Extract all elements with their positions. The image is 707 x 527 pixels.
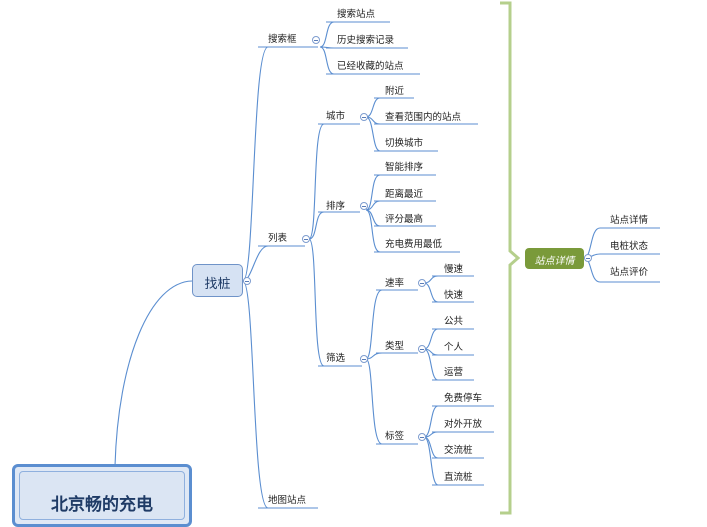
- root-node-label: 北京畅的充电: [51, 495, 153, 515]
- topic-map-stations[interactable]: 地图站点: [268, 495, 307, 506]
- topic-sort[interactable]: 排序: [326, 201, 346, 212]
- topic-ac-charger[interactable]: 交流桩: [444, 445, 473, 456]
- summary-station-detail-label: 站点详情: [534, 256, 575, 267]
- topic-tags[interactable]: 标签: [385, 431, 405, 442]
- root-node[interactable]: 北京畅的充电: [12, 464, 192, 527]
- topic-dc-charger[interactable]: 直流桩: [444, 472, 473, 483]
- topic-smart-sort[interactable]: 智能排序: [385, 162, 424, 173]
- topic-free-parking[interactable]: 免费停车: [444, 393, 483, 404]
- topic-filter[interactable]: 筛选: [326, 353, 346, 364]
- topic-personal[interactable]: 个人: [444, 342, 464, 353]
- topic-highest-rating[interactable]: 评分最高: [385, 214, 424, 225]
- collapse-toggle-sort[interactable]: [360, 202, 368, 210]
- topic-open-to-public[interactable]: 对外开放: [444, 419, 483, 430]
- main-topic-node[interactable]: 找桩: [192, 264, 243, 297]
- main-topic-label: 找桩: [204, 277, 231, 292]
- collapse-toggle-search[interactable]: [312, 36, 320, 44]
- topic-nearby[interactable]: 附近: [385, 86, 405, 97]
- topic-search-box[interactable]: 搜索框: [268, 34, 297, 45]
- topic-slow[interactable]: 慢速: [444, 264, 464, 275]
- collapse-toggle-detail[interactable]: [584, 254, 592, 262]
- collapse-toggle-tags[interactable]: [418, 433, 426, 441]
- topic-lowest-fee[interactable]: 充电费用最低: [385, 239, 443, 250]
- topic-search-station[interactable]: 搜索站点: [337, 9, 376, 20]
- topic-search-history[interactable]: 历史搜索记录: [337, 35, 395, 46]
- collapse-toggle-type[interactable]: [418, 345, 426, 353]
- topic-type[interactable]: 类型: [385, 341, 405, 352]
- topic-fast[interactable]: 快速: [444, 290, 464, 301]
- topic-switch-city[interactable]: 切换城市: [385, 138, 424, 149]
- topic-view-range-stations[interactable]: 查看范围内的站点: [385, 112, 462, 123]
- topic-operating[interactable]: 运营: [444, 367, 464, 378]
- topic-station-detail[interactable]: 站点详情: [610, 215, 649, 226]
- topic-rate[interactable]: 速率: [385, 278, 405, 289]
- topic-pile-status[interactable]: 电桩状态: [610, 241, 649, 252]
- topic-city[interactable]: 城市: [326, 111, 346, 122]
- collapse-toggle-city[interactable]: [360, 113, 368, 121]
- collapse-toggle-main[interactable]: [243, 277, 251, 285]
- topic-favorite-stations[interactable]: 已经收藏的站点: [337, 61, 404, 72]
- root-node-inner: 北京畅的充电: [19, 471, 185, 520]
- collapse-toggle-rate[interactable]: [418, 279, 426, 287]
- summary-station-detail-node[interactable]: 站点详情: [525, 248, 584, 269]
- collapse-toggle-list[interactable]: [302, 235, 310, 243]
- collapse-toggle-filter[interactable]: [360, 355, 368, 363]
- topic-nearest[interactable]: 距离最近: [385, 189, 424, 200]
- topic-list[interactable]: 列表: [268, 233, 288, 244]
- topic-station-review[interactable]: 站点评价: [610, 267, 649, 278]
- topic-public[interactable]: 公共: [444, 316, 464, 327]
